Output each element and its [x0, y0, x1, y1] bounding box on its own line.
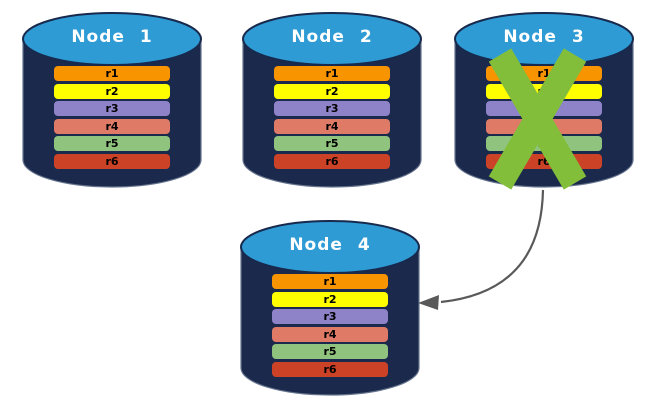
data-row: r3 [54, 101, 170, 116]
row-label: r4 [105, 119, 119, 133]
row-stack: r1 r2 r3 r4 r5 r6 [54, 66, 170, 171]
row-label: r4 [325, 119, 339, 133]
row-label: r2 [105, 84, 119, 98]
data-row: r5 [272, 344, 388, 359]
row-label: r4 [537, 119, 551, 133]
row-label: r3 [325, 102, 339, 115]
node-4: Node 4 r1 r2 r3 r4 r5 r6 [238, 216, 422, 400]
row-label: r6 [325, 154, 339, 168]
data-row: r4 [272, 326, 388, 342]
row-label: r5 [323, 345, 337, 358]
row-label: r6 [323, 362, 337, 376]
row-label: r2 [323, 292, 337, 306]
data-row: r2 [274, 83, 390, 99]
row-label: r3 [537, 102, 551, 115]
row-label: r3 [323, 310, 337, 323]
arrow-curve [440, 189, 545, 304]
row-label: r1 [325, 67, 339, 80]
row-stack: r1 r2 r3 r4 r5 r6 [274, 66, 390, 171]
row-label: r4 [323, 327, 337, 341]
row-label: r6 [537, 154, 551, 168]
cylinder-top [242, 12, 422, 66]
row-label: r1 [537, 67, 551, 80]
node-3: Node 3 r1 r2 r3 r4 r5 r6 [452, 8, 636, 192]
data-row: r6 [274, 153, 390, 169]
cylinder-top [22, 12, 202, 66]
data-row: r2 [486, 83, 602, 99]
curved-arrow-icon [418, 189, 545, 310]
data-row: r2 [54, 83, 170, 99]
data-row: r4 [54, 118, 170, 134]
row-stack: r1 r2 r3 r4 r5 r6 [272, 274, 388, 379]
data-row: r5 [486, 136, 602, 151]
row-label: r2 [325, 84, 339, 98]
node-title: Node 1 [71, 27, 153, 47]
row-label: r5 [105, 137, 119, 150]
data-row: r4 [486, 118, 602, 134]
node-2: Node 2 r1 r2 r3 r4 r5 r6 [240, 8, 424, 192]
row-label: r1 [323, 275, 337, 288]
node-title: Node 4 [289, 235, 371, 255]
data-row: r1 [274, 66, 390, 81]
data-row: r3 [486, 101, 602, 116]
node-title: Node 2 [291, 27, 373, 47]
data-row: r6 [486, 153, 602, 169]
data-row: r3 [274, 101, 390, 116]
data-row: r2 [272, 291, 388, 307]
data-row: r3 [272, 309, 388, 324]
data-row: r4 [274, 118, 390, 134]
row-label: r3 [105, 102, 119, 115]
data-row: r1 [486, 66, 602, 81]
node-title: Node 3 [503, 27, 585, 47]
row-label: r1 [105, 67, 119, 80]
cylinder-top [240, 220, 420, 274]
data-row: r6 [54, 153, 170, 169]
data-row: r5 [54, 136, 170, 151]
row-label: r5 [325, 137, 339, 150]
row-label: r2 [537, 84, 551, 98]
row-label: r5 [537, 137, 551, 150]
data-row: r6 [272, 361, 388, 377]
row-label: r6 [105, 154, 119, 168]
node-1: Node 1 r1 r2 r3 r4 r5 r6 [20, 8, 204, 192]
data-row: r1 [272, 274, 388, 289]
data-row: r1 [54, 66, 170, 81]
row-stack: r1 r2 r3 r4 r5 r6 [486, 66, 602, 171]
data-row: r5 [274, 136, 390, 151]
